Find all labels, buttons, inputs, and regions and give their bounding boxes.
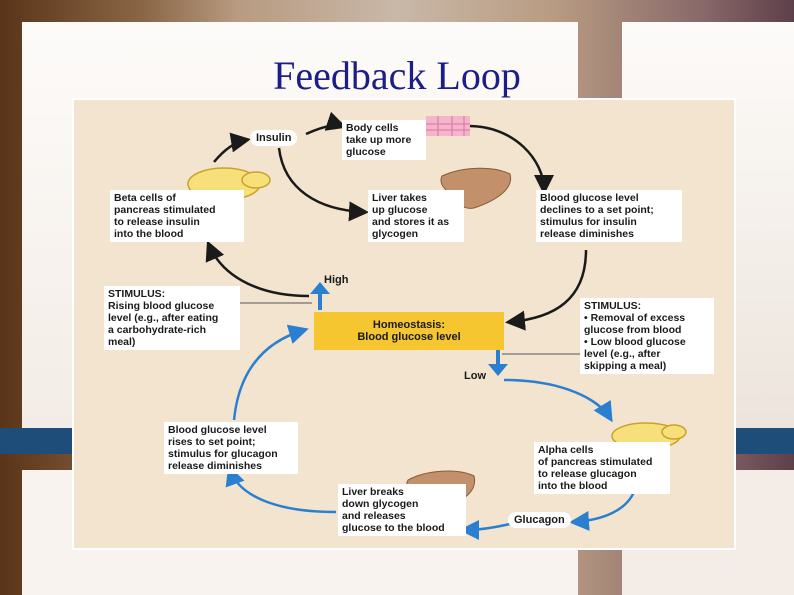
arrow-low-to-alpha [503, 378, 613, 423]
arrow-cells-to-declines [468, 124, 554, 195]
arrow-alpha-to-glucagon [569, 491, 636, 531]
arrow-insulin-to-cells [305, 111, 347, 136]
arrow-stimulus-to-beta [205, 240, 310, 298]
high-label: High [324, 274, 349, 286]
body-cells-icon [426, 116, 470, 136]
low-label: Low [464, 370, 486, 382]
arrow-liver-to-rises [225, 465, 337, 514]
homeostasis-box: Homeostasis:Blood glucose level [314, 312, 504, 350]
arrow-glucagon-to-liver [459, 519, 515, 540]
arrow-beta-to-insulin [213, 132, 251, 163]
slide-title: Feedback Loop [273, 53, 521, 98]
arrow-declines-to-homeostasis [505, 249, 588, 331]
arrow-insulin-to-liver [277, 147, 369, 222]
glucagon-label: Glucagon [508, 512, 571, 528]
insulin-label: Insulin [250, 130, 298, 146]
down-arrow-icon [488, 348, 508, 376]
arrow-rises-to-homeostasis [232, 324, 309, 421]
up-arrow-icon [310, 282, 330, 310]
